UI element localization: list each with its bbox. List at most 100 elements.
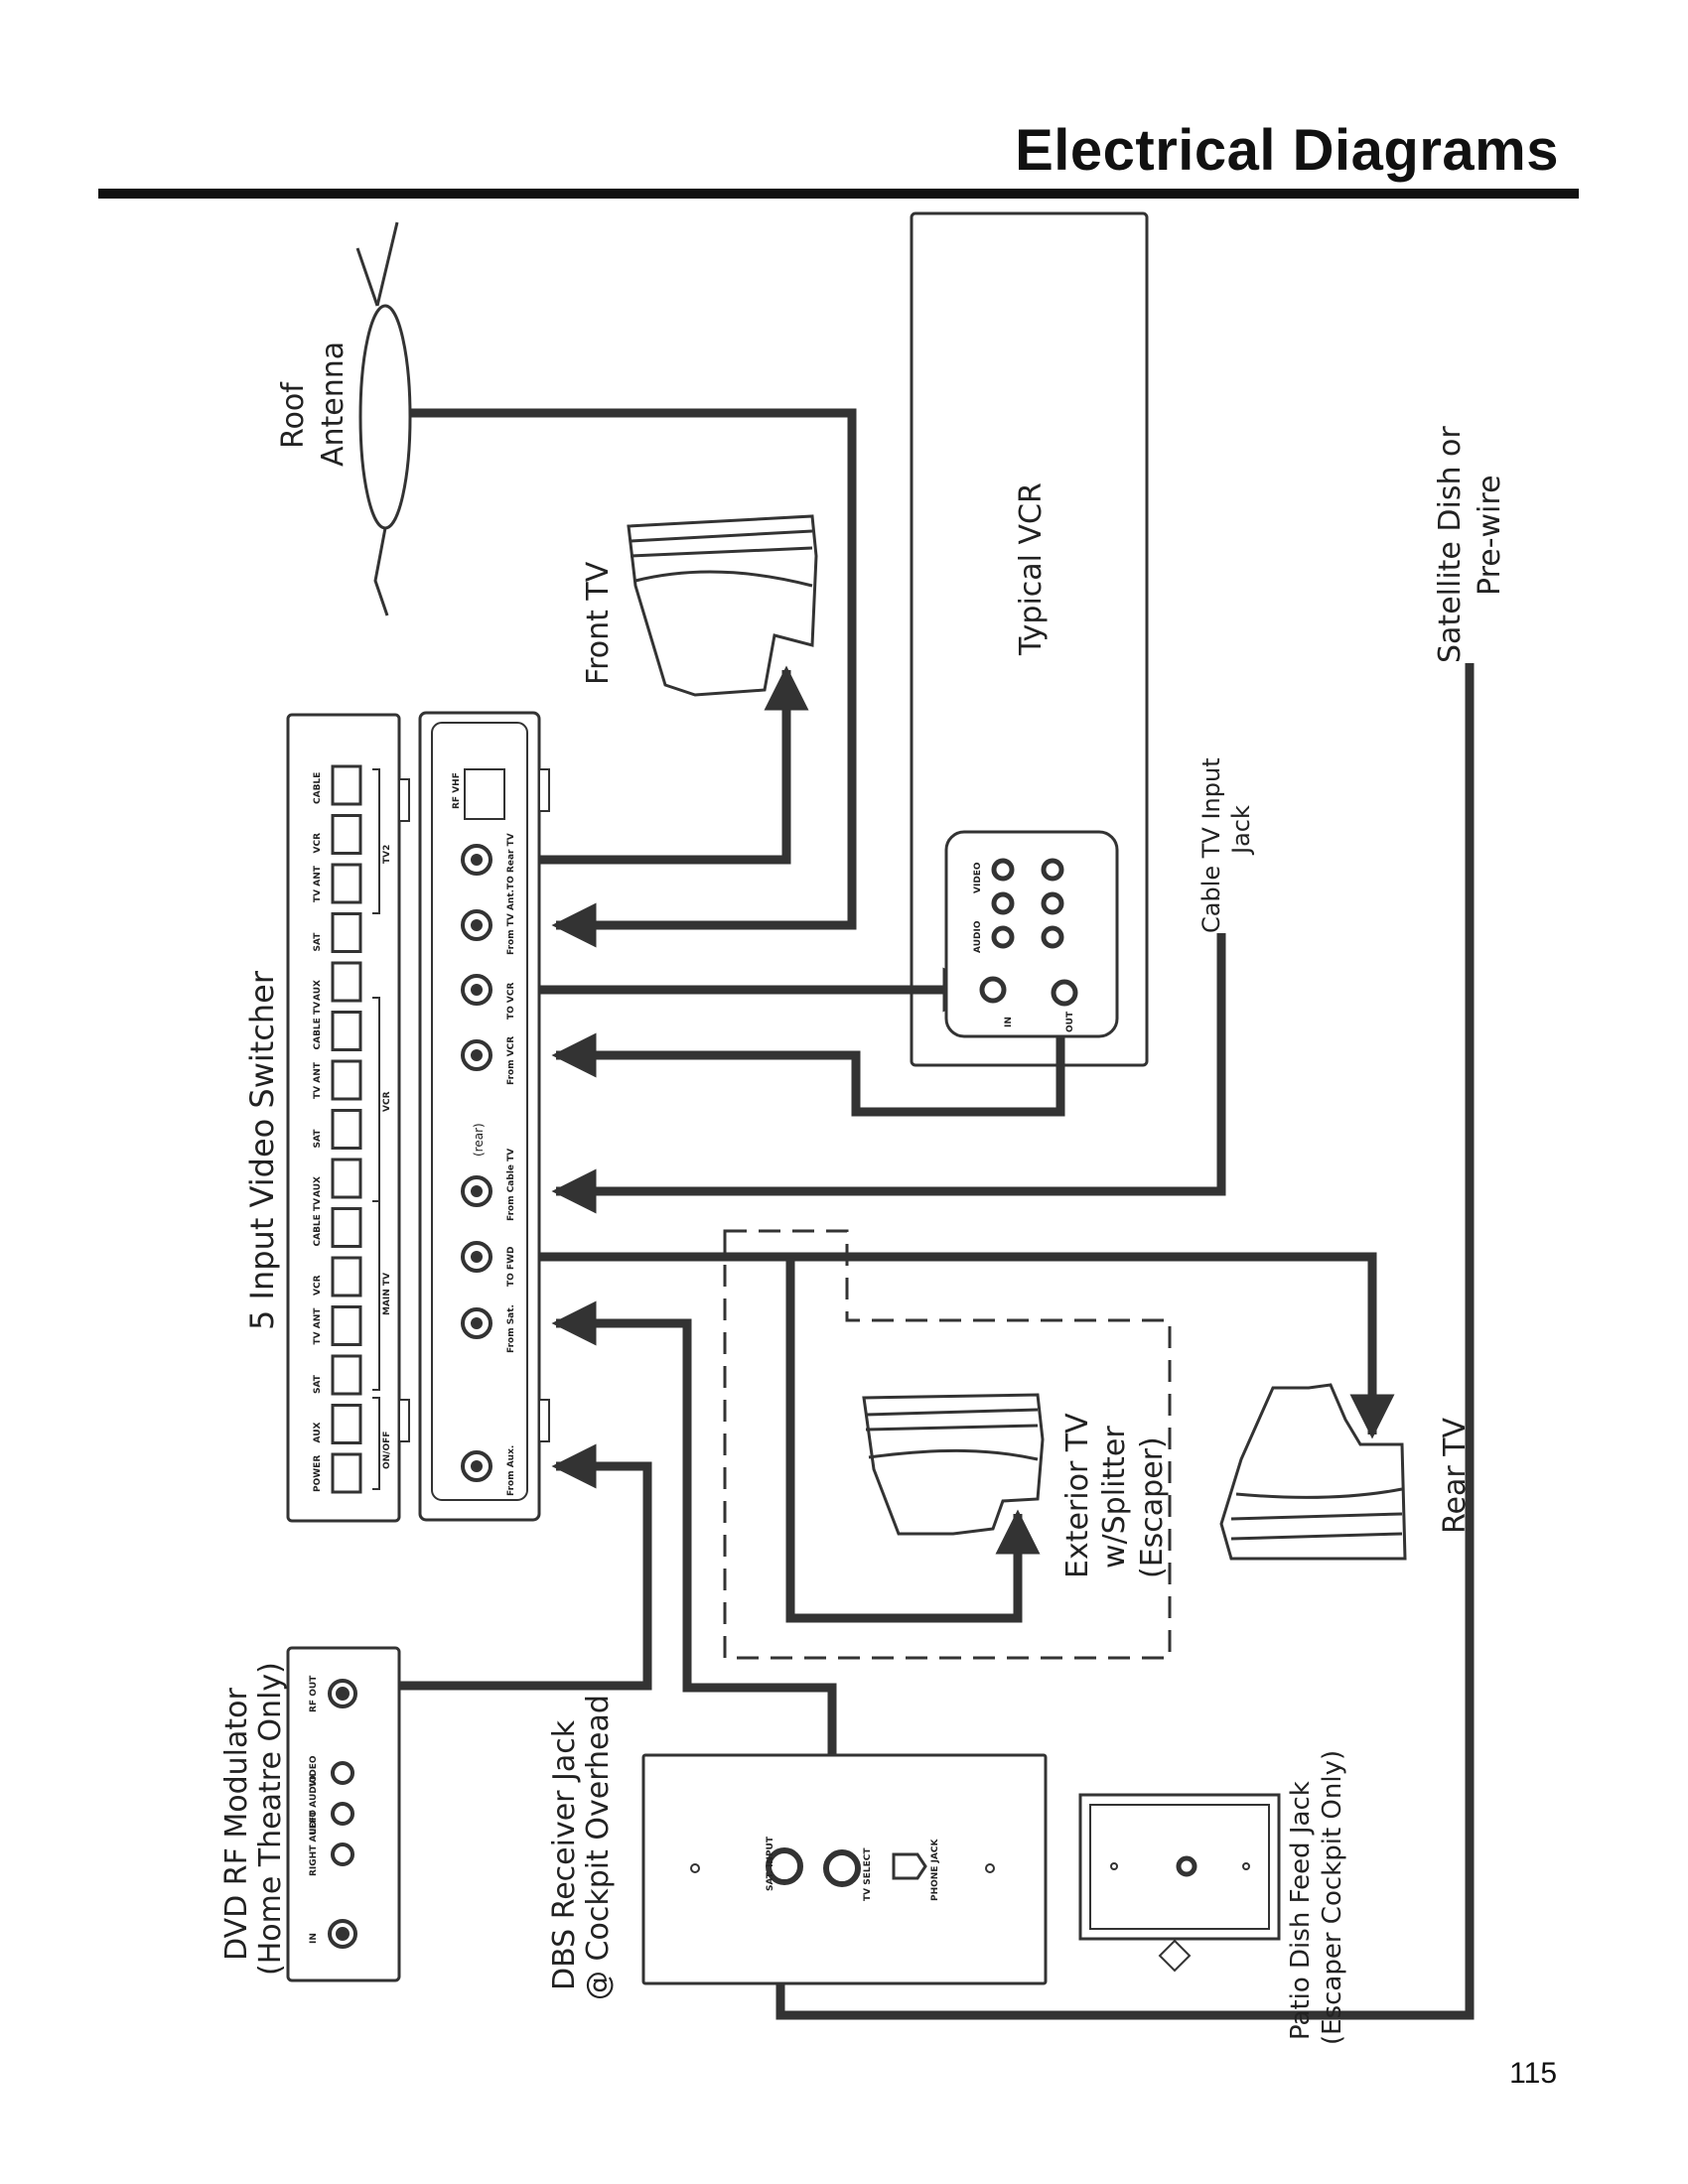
dbs-jacks bbox=[690, 1847, 995, 1887]
satellite-label: Pre-wire bbox=[1473, 475, 1507, 596]
switch-group-brackets bbox=[372, 768, 380, 1490]
patio-jack-label: (Escaper Cockpit Only) bbox=[1318, 1750, 1347, 2045]
svg-text:DVD RF Modulator: DVD RF Modulator bbox=[219, 1688, 254, 1962]
switch-button bbox=[331, 1404, 362, 1444]
switch-button-label: AUX bbox=[313, 980, 323, 1001]
cable-cable-tv bbox=[551, 933, 1226, 1214]
rear-port-center bbox=[471, 1049, 483, 1061]
svg-text:DBS Receiver Jack: DBS Receiver Jack bbox=[547, 1719, 582, 1990]
switch-button-label: AUX bbox=[313, 1423, 323, 1443]
switch-button bbox=[331, 1011, 362, 1051]
svg-text:Pre-wire: Pre-wire bbox=[1473, 475, 1507, 596]
svg-text:Cable TV Input: Cable TV Input bbox=[1197, 757, 1225, 933]
svg-text:IN: IN bbox=[309, 1933, 319, 1944]
dbs-jack-label: PHONE JACK bbox=[930, 1838, 940, 1901]
switch-button bbox=[331, 1256, 362, 1297]
rear-port-center bbox=[471, 1185, 483, 1197]
switch-button-label: POWER bbox=[313, 1455, 323, 1492]
switch-button-label: VCR bbox=[313, 833, 323, 854]
exterior-tv bbox=[862, 1393, 1045, 1536]
exterior-tv-label: w/Splitter bbox=[1097, 1426, 1132, 1569]
switch-button-label: CABLE TV bbox=[313, 1198, 323, 1247]
rear-port-label: TO VCR bbox=[506, 983, 516, 1020]
dvd-jack-label: IN bbox=[309, 1933, 319, 1944]
switch-button-label: TV ANT bbox=[313, 1307, 323, 1345]
svg-text:Jack: Jack bbox=[1227, 805, 1255, 856]
switch-button bbox=[331, 863, 362, 904]
rear-port-center bbox=[471, 854, 483, 866]
svg-text:Patio Dish Feed Jack: Patio Dish Feed Jack bbox=[1286, 1781, 1316, 2040]
svg-text:IN: IN bbox=[1004, 1017, 1014, 1027]
switch-button bbox=[331, 1158, 362, 1199]
switch-group-label: ON/OFF bbox=[382, 1432, 392, 1469]
switch-group-label: MAIN TV bbox=[382, 1273, 392, 1315]
dbs-jack-label: SAT. INPUT bbox=[766, 1836, 775, 1891]
switch-button bbox=[331, 912, 362, 953]
rear-tv bbox=[1219, 1383, 1407, 1561]
video-switcher-rear bbox=[418, 711, 550, 1522]
exterior-tv-label: Exterior TV bbox=[1060, 1413, 1095, 1578]
rear-port-label: TO FWD bbox=[506, 1247, 516, 1287]
switch-button bbox=[331, 814, 362, 855]
switch-group-label: TV2 bbox=[382, 845, 392, 864]
rf-vhf-label: RF VHF bbox=[452, 772, 462, 809]
svg-text:(Home Theatre Only): (Home Theatre Only) bbox=[253, 1662, 288, 1976]
svg-text:LEFT AUDIO: LEFT AUDIO bbox=[309, 1775, 319, 1835]
switch-button-label: SAT bbox=[313, 1129, 323, 1149]
cable-exterior-tv bbox=[785, 1259, 1041, 1623]
svg-text:PHONE JACK: PHONE JACK bbox=[930, 1838, 940, 1901]
svg-text:OUT: OUT bbox=[1065, 1011, 1075, 1032]
cable-from-sat bbox=[551, 1300, 837, 1856]
svg-text:Antenna: Antenna bbox=[316, 341, 351, 467]
rear-port-center bbox=[471, 919, 483, 931]
switch-button-label: TV ANT bbox=[313, 865, 323, 902]
patio-jack bbox=[1110, 1855, 1250, 1877]
patio-jack-marker bbox=[1158, 1939, 1192, 1973]
cable-from-aux bbox=[367, 1443, 652, 1691]
rear-port-center bbox=[471, 984, 483, 996]
rear-port-label: From Cable TV bbox=[506, 1149, 516, 1221]
switch-button-label: CABLE TV bbox=[313, 1002, 323, 1050]
svg-text:ON/OFF: ON/OFF bbox=[382, 1432, 392, 1469]
svg-text:w/Splitter: w/Splitter bbox=[1097, 1426, 1132, 1569]
svg-text:@ Cockpit Overhead: @ Cockpit Overhead bbox=[581, 1695, 616, 2000]
switch-button bbox=[331, 961, 362, 1003]
rear-port-label: From Aux. bbox=[506, 1445, 516, 1496]
svg-text:Roof: Roof bbox=[276, 381, 311, 449]
svg-text:(Escaper): (Escaper) bbox=[1135, 1436, 1170, 1578]
page-title: Electrical Diagrams bbox=[1015, 118, 1559, 183]
dvd-jack-label: VIDEO bbox=[309, 1755, 319, 1787]
cable-tv-input-label: Jack bbox=[1227, 805, 1255, 856]
cable-tv-input-label: Cable TV Input bbox=[1197, 757, 1225, 933]
vcr-jack-label: IN bbox=[1004, 1017, 1014, 1027]
svg-text:RF OUT: RF OUT bbox=[309, 1675, 319, 1712]
dbs-jack-label: DBS Receiver Jack bbox=[547, 1719, 582, 1990]
dvd-jack-label: RIGHT AUDIO bbox=[309, 1810, 319, 1876]
switch-button-label: AUX bbox=[313, 1176, 323, 1197]
cable-from-vcr bbox=[551, 1009, 1065, 1117]
rear-port-label: From TV Ant. bbox=[506, 889, 516, 955]
switch-button-label: TV ANT bbox=[313, 1061, 323, 1099]
rear-port-label: From VCR bbox=[506, 1036, 516, 1085]
svg-text:TV SELECT: TV SELECT bbox=[863, 1847, 873, 1901]
dvd-modulator bbox=[286, 1646, 401, 1982]
dvd-modulator-jacks bbox=[328, 1679, 357, 1949]
satellite-label: Satellite Dish or bbox=[1433, 426, 1468, 663]
svg-text:SAT. INPUT: SAT. INPUT bbox=[766, 1836, 775, 1891]
dvd-jack-label: RF OUT bbox=[309, 1675, 319, 1712]
switch-group-label: VCR bbox=[382, 1091, 392, 1112]
page-number: 115 bbox=[1509, 2057, 1557, 2090]
dbs-wall-plate bbox=[641, 1753, 1048, 1985]
vcr-jack-label: VIDEO bbox=[973, 862, 983, 893]
switch-button bbox=[331, 1059, 362, 1101]
dbs-jack-label: @ Cockpit Overhead bbox=[581, 1695, 616, 2000]
rear-port-center bbox=[471, 1317, 483, 1329]
dvd-modulator-label: DVD RF Modulator bbox=[219, 1688, 254, 1962]
switch-button bbox=[331, 1354, 362, 1396]
vcr-jack-panel bbox=[944, 830, 1119, 1038]
svg-text:AUDIO: AUDIO bbox=[973, 920, 983, 953]
vcr-jack-label: AUDIO bbox=[973, 920, 983, 953]
video-switcher-label: 5 Input Video Switcher bbox=[243, 970, 281, 1330]
switch-button-label: SAT bbox=[313, 932, 323, 952]
